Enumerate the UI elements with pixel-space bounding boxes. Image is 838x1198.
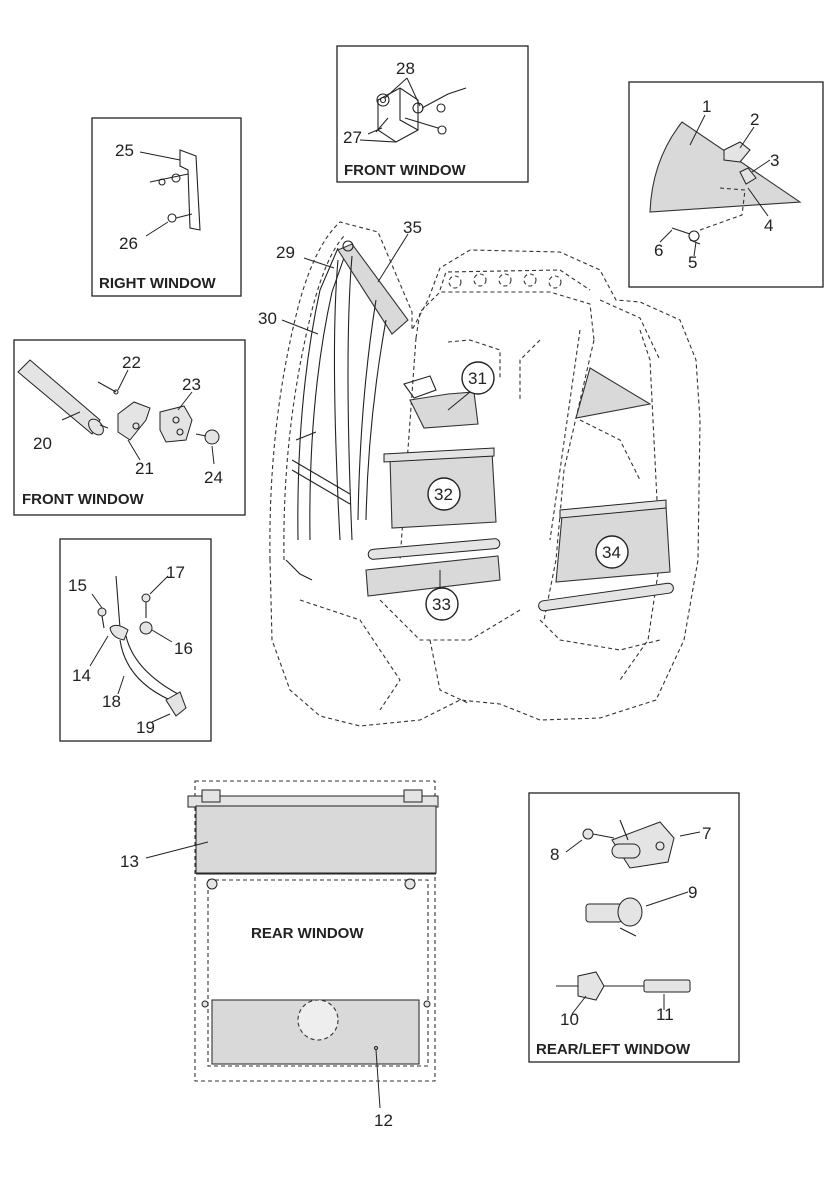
shade-31 bbox=[409, 391, 479, 429]
detail-box-handle bbox=[59, 538, 212, 742]
bracket-27-drawing bbox=[359, 87, 467, 143]
callout-6: 6 bbox=[654, 241, 663, 260]
callout-16: 16 bbox=[174, 639, 193, 658]
detail-rear-window: 13 12 REAR WINDOW bbox=[120, 780, 439, 1130]
shade-35-roller bbox=[337, 243, 409, 335]
detail-front-window-left: 22 23 20 21 24 FRONT WINDOW bbox=[13, 339, 246, 516]
bracket-25-drawing bbox=[149, 149, 201, 231]
callout-7: 7 bbox=[702, 824, 711, 843]
clip-9-drawing bbox=[585, 897, 643, 937]
callout-29: 29 bbox=[276, 243, 295, 262]
detail-box-front-window-left bbox=[13, 339, 246, 516]
callout-10: 10 bbox=[560, 1010, 579, 1029]
shade-13 bbox=[195, 805, 437, 874]
callout-12: 12 bbox=[374, 1111, 393, 1130]
cab-frame-outline bbox=[269, 221, 701, 727]
detail-box-rear-left-window bbox=[528, 792, 740, 1063]
rear-roller-bar bbox=[187, 795, 439, 808]
bracket-7-drawing bbox=[582, 819, 675, 869]
detail-front-window-top: 28 27 FRONT WINDOW bbox=[336, 45, 529, 183]
callout-circle-31 bbox=[461, 361, 495, 395]
callout-25: 25 bbox=[115, 141, 134, 160]
callout-circle-32 bbox=[427, 477, 461, 511]
callout-17: 17 bbox=[166, 563, 185, 582]
caption-right-window: RIGHT WINDOW bbox=[99, 275, 216, 292]
fastener-5-6-drawing bbox=[671, 227, 701, 245]
clip-2-3-drawing bbox=[723, 141, 757, 185]
shade-right-triangle bbox=[575, 367, 652, 419]
detail-box-corner bbox=[628, 81, 824, 288]
callout-30: 30 bbox=[258, 309, 277, 328]
door-shade bbox=[285, 240, 409, 581]
callout-22: 22 bbox=[122, 353, 141, 372]
detail-corner-shade: 1 2 3 4 6 5 bbox=[628, 81, 824, 288]
caption-rear-left-window: REAR/LEFT WINDOW bbox=[536, 1041, 691, 1058]
callout-13: 13 bbox=[120, 852, 139, 871]
caption-rear-window: REAR WINDOW bbox=[251, 925, 364, 942]
callout-32: 32 bbox=[434, 485, 453, 504]
callout-28: 28 bbox=[396, 59, 415, 78]
callout-21: 21 bbox=[135, 459, 154, 478]
callout-19: 19 bbox=[136, 718, 155, 737]
callout-26: 26 bbox=[119, 234, 138, 253]
detail-handle: 15 17 16 14 18 19 bbox=[59, 538, 212, 742]
callout-31: 31 bbox=[468, 369, 487, 388]
callout-5: 5 bbox=[688, 253, 697, 272]
callout-3: 3 bbox=[770, 151, 779, 170]
bracket-21-23-drawing bbox=[97, 381, 220, 445]
callout-circle-34 bbox=[595, 535, 629, 569]
callout-34: 34 bbox=[602, 543, 621, 562]
cab-assembly: 29 30 35 31 32 33 34 bbox=[258, 218, 701, 727]
shade-33 bbox=[365, 555, 501, 597]
caption-front-window-left: FRONT WINDOW bbox=[22, 491, 144, 508]
callout-33: 33 bbox=[432, 595, 451, 614]
callout-18: 18 bbox=[102, 692, 121, 711]
bushing-10-11-drawing bbox=[556, 971, 691, 1001]
callout-35: 35 bbox=[403, 218, 422, 237]
detail-box-front-window-top bbox=[336, 45, 529, 183]
callout-20: 20 bbox=[33, 434, 52, 453]
detail-rear-left-window: 7 8 9 10 11 REAR/LEFT WINDOW bbox=[528, 792, 740, 1063]
callout-2: 2 bbox=[750, 110, 759, 129]
detail-right-window: 25 26 RIGHT WINDOW bbox=[91, 117, 242, 297]
callout-27: 27 bbox=[343, 128, 362, 147]
callout-24: 24 bbox=[204, 468, 223, 487]
callout-4: 4 bbox=[764, 216, 773, 235]
handle-drawing bbox=[97, 575, 187, 717]
rear-window-outer-outline bbox=[194, 780, 436, 1082]
roof-vents bbox=[448, 273, 562, 289]
callout-circle-33 bbox=[425, 587, 459, 621]
caption-front-window-top: FRONT WINDOW bbox=[344, 162, 466, 179]
wedge-shade-1 bbox=[649, 121, 802, 213]
strut-20-drawing bbox=[17, 359, 109, 436]
callout-9: 9 bbox=[688, 883, 697, 902]
detail-box-right-window bbox=[91, 117, 242, 297]
callout-14: 14 bbox=[72, 666, 91, 685]
callout-23: 23 bbox=[182, 375, 201, 394]
callout-15: 15 bbox=[68, 576, 87, 595]
callout-11: 11 bbox=[656, 1005, 674, 1024]
callout-8: 8 bbox=[550, 845, 559, 864]
callout-1: 1 bbox=[702, 97, 711, 116]
